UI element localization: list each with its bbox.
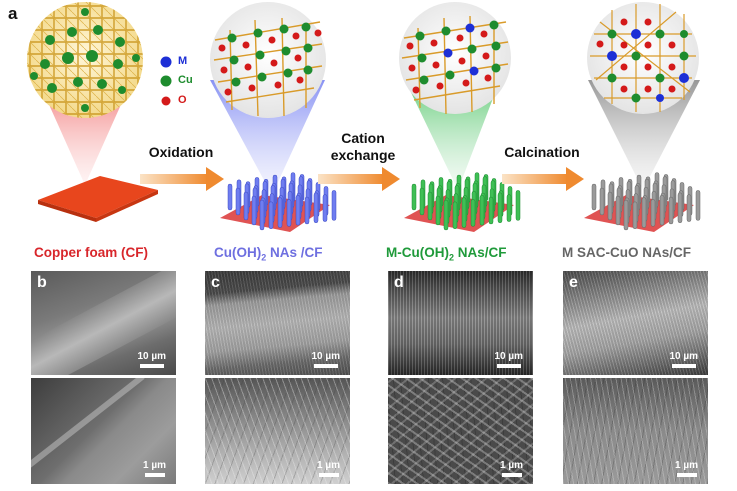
sem-letter-d: d [394, 274, 404, 291]
scale-bar-c-top: 10 µm [311, 351, 340, 368]
cone-sac-cuo [588, 80, 700, 190]
nanorod [515, 190, 521, 221]
nanorod [623, 199, 629, 231]
schematic-diagram [27, 2, 701, 232]
nanorod [277, 197, 283, 228]
nanorod [313, 192, 319, 224]
nanorod [427, 191, 433, 221]
legend-dot-m [160, 56, 172, 68]
nanorod [668, 196, 674, 225]
nanorod [286, 199, 292, 227]
nanorod [497, 192, 503, 224]
sem-image-c-low-mag: c 10 µm [205, 271, 350, 375]
nanorod [243, 191, 249, 221]
nanorod [259, 199, 265, 231]
nanorod [607, 191, 613, 221]
nanorod [235, 187, 241, 216]
nanorod [331, 190, 337, 221]
nanorod [686, 194, 692, 222]
sem-image-d-high-mag: 1 µm [388, 378, 533, 484]
arrow-calcination [502, 167, 584, 191]
nanorod [695, 190, 701, 221]
nanorod [591, 183, 597, 211]
sem-letter-b: b [37, 274, 47, 291]
nanorod [304, 196, 310, 225]
sem-image-b-high-mag: 1 µm [31, 378, 176, 484]
cuoh2-nanorod-array [220, 172, 337, 232]
scale-bar-d-top: 10 µm [494, 351, 523, 368]
legend-label-m: M [178, 55, 188, 67]
scale-bar-c-bottom: 1 µm [317, 460, 340, 477]
nanorod [659, 194, 665, 226]
sem-image-e-low-mag: e 10 µm [563, 271, 708, 375]
lattice-sphere-m-cuoh2 [399, 2, 511, 115]
nanorod [322, 194, 328, 222]
step-label-calcination: Calcination [504, 144, 580, 160]
nanorod [506, 194, 512, 222]
nanorod [599, 187, 605, 216]
nanorod [443, 199, 449, 231]
nanorod [227, 183, 233, 211]
nanorod [641, 197, 647, 228]
caption-sac-cuo-nas: M SAC-CuO NAs/CF [562, 245, 691, 260]
scale-bar-d-bottom: 1 µm [500, 460, 523, 477]
nanorod [461, 197, 467, 228]
sem-image-e-high-mag: 1 µm [563, 378, 708, 484]
arrow-cation-exchange [318, 167, 400, 191]
scale-bar-e-bottom: 1 µm [675, 460, 698, 477]
scale-bar-b-bottom: 1 µm [143, 460, 166, 477]
sem-image-d-low-mag: d 10 µm [388, 271, 533, 375]
nanorod [650, 199, 656, 227]
legend-dot-cu [160, 75, 172, 87]
nanorod [632, 201, 638, 230]
step-label-oxidation: Oxidation [148, 144, 214, 160]
legend-label-o: O [178, 94, 187, 106]
caption-cuoh2-nas: Cu(OH)2 NAs /CF [214, 245, 323, 263]
caption-m-cuoh2-nas: M-Cu(OH)2 NAs/CF [386, 245, 507, 263]
nanorod [411, 183, 417, 211]
arrow-oxidation [140, 167, 224, 191]
scale-bar-e-top: 10 µm [669, 351, 698, 368]
caption-copper-foam: Copper foam (CF) [34, 245, 148, 260]
nanorod [268, 201, 274, 230]
copper-foam-slab [38, 176, 158, 222]
nanorod [295, 194, 301, 226]
sem-letter-c: c [211, 274, 220, 291]
legend-label-cu: Cu [178, 74, 193, 86]
m-cuoh2-nanorod-array [404, 172, 521, 232]
nanorod [452, 201, 458, 230]
step-label-cation-exchange: Cation exchange [330, 130, 396, 163]
nanorod [435, 195, 441, 226]
lattice-sphere-cu [27, 2, 143, 118]
nanorod [419, 187, 425, 216]
nanorod [251, 195, 257, 226]
panel-letter-a: a [8, 4, 18, 23]
nanorod [479, 194, 485, 226]
nanorod [488, 196, 494, 225]
legend-dot-o [161, 96, 171, 106]
nanorod [677, 192, 683, 224]
scale-bar-b-top: 10 µm [137, 351, 166, 368]
nanorod [470, 199, 476, 227]
sem-image-b-low-mag: b 10 µm [31, 271, 176, 375]
lattice-sphere-cuoh2 [210, 2, 326, 118]
sem-image-c-high-mag: 1 µm [205, 378, 350, 484]
sac-cuo-nanorod-array [584, 172, 701, 232]
sem-letter-e: e [569, 274, 578, 291]
lattice-sphere-sac-cuo [587, 2, 699, 114]
nanorod [615, 195, 621, 226]
